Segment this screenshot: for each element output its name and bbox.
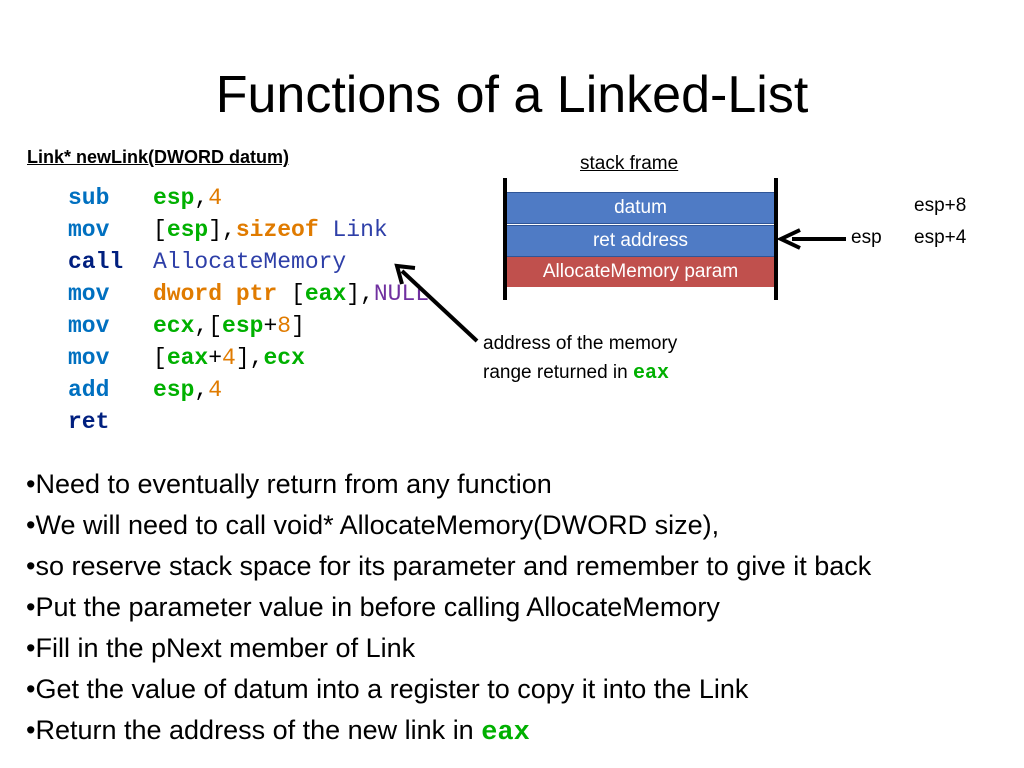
code-line: ret <box>68 406 429 438</box>
bullet-list: •Need to eventually return from any func… <box>26 464 871 751</box>
bullet-marker: • <box>26 715 36 745</box>
esp-pointer-label: esp <box>851 227 882 248</box>
code-line: call AllocateMemory <box>68 246 429 278</box>
esp-pointer-arrow <box>776 228 846 250</box>
function-signature: Link* newLink(DWORD datum) <box>27 147 289 167</box>
operand-token: esp <box>222 313 264 339</box>
operand-token: [ <box>277 281 305 307</box>
stack-row-datum: datum <box>507 192 774 224</box>
operand-token: [ <box>153 217 167 243</box>
annotation-line-2: range returned in eax <box>483 358 677 388</box>
operand-token: ], <box>208 217 236 243</box>
operand-token: ecx <box>263 345 305 371</box>
operand-token: , <box>194 185 209 211</box>
bullet-register: eax <box>481 718 530 748</box>
opcode: call <box>68 249 124 275</box>
bullet-marker: • <box>26 469 36 499</box>
opcode: mov <box>68 281 110 307</box>
bullet-marker: • <box>26 633 36 663</box>
operand-token: esp <box>153 185 195 211</box>
bullet-item: •Get the value of datum into a register … <box>26 669 871 710</box>
operand-token: + <box>208 345 223 371</box>
operand-token: eax <box>304 281 347 307</box>
bullet-marker: • <box>26 592 36 622</box>
operand-token: ecx <box>153 313 195 339</box>
operand-token: dword ptr <box>153 281 278 307</box>
stack-left-border <box>503 178 507 300</box>
stack-row-allocatememory-param: AllocateMemory param <box>507 257 774 287</box>
operand-token: 4 <box>208 377 223 403</box>
offset-label-esp-8: esp+8 <box>914 195 967 216</box>
operand-token: + <box>263 313 278 339</box>
bullet-item: •Fill in the pNext member of Link <box>26 628 871 669</box>
code-line: add esp,4 <box>68 374 429 406</box>
slide-title: Functions of a Linked-List <box>215 66 809 124</box>
operand-token: Link <box>318 217 388 243</box>
bullet-item: •Need to eventually return from any func… <box>26 464 871 505</box>
operand-token: esp <box>166 217 209 243</box>
stack-row-ret-address: ret address <box>507 225 774 257</box>
bullet-marker: • <box>26 674 36 704</box>
opcode: add <box>68 377 110 403</box>
bullet-item: •We will need to call void* AllocateMemo… <box>26 505 871 546</box>
annotation-register: eax <box>633 362 670 385</box>
bullet-text: We will need to call void* AllocateMemor… <box>35 510 720 540</box>
operand-token: 4 <box>208 185 223 211</box>
code-line: sub esp,4 <box>68 182 429 214</box>
stack-right-border <box>774 178 778 300</box>
bullet-text: so reserve stack space for its parameter… <box>35 551 872 581</box>
operand-token: [ <box>153 345 167 371</box>
operand-token: , <box>194 377 209 403</box>
stack-frame-title: stack frame <box>580 153 679 174</box>
bullet-text: Get the value of datum into a register t… <box>35 674 749 704</box>
annotation-line-2-text: range returned in <box>483 362 628 383</box>
opcode: mov <box>68 313 110 339</box>
bullet-text: Fill in the pNext member of Link <box>35 633 416 663</box>
opcode: sub <box>68 185 110 211</box>
opcode: mov <box>68 345 110 371</box>
annotation-line-1: address of the memory <box>483 333 678 354</box>
code-line: mov [esp],sizeof Link <box>68 214 429 246</box>
bullet-text: Return the address of the new link in <box>35 715 474 745</box>
opcode: ret <box>68 409 110 435</box>
operand-token: sizeof <box>235 217 319 243</box>
operand-token: AllocateMemory <box>153 249 347 275</box>
bullet-item: •so reserve stack space for its paramete… <box>26 546 871 587</box>
operand-token: esp <box>153 377 195 403</box>
bullet-item: •Put the parameter value in before calli… <box>26 587 871 628</box>
operand-token: eax <box>166 345 209 371</box>
operand-token: ], <box>346 281 374 307</box>
return-address-annotation: address of the memory range returned in … <box>483 329 677 388</box>
bullet-item: •Return the address of the new link in e… <box>26 710 871 751</box>
annotation-arrow <box>394 263 479 343</box>
opcode: mov <box>68 217 110 243</box>
operand-token: 4 <box>222 345 236 371</box>
code-line: mov [eax+4],ecx <box>68 342 429 374</box>
operand-token: 8 <box>277 313 292 339</box>
operand-token: ,[ <box>194 313 223 339</box>
bullet-text: Need to eventually return from any funct… <box>35 469 552 499</box>
offset-label-esp-4: esp+4 <box>914 227 967 248</box>
operand-token: ] <box>291 313 305 339</box>
code-line: mov ecx,[esp+8] <box>68 310 429 342</box>
bullet-text: Put the parameter value in before callin… <box>35 592 720 622</box>
operand-token: ], <box>235 345 264 371</box>
bullet-marker: • <box>26 510 36 540</box>
bullet-marker: • <box>26 551 36 581</box>
